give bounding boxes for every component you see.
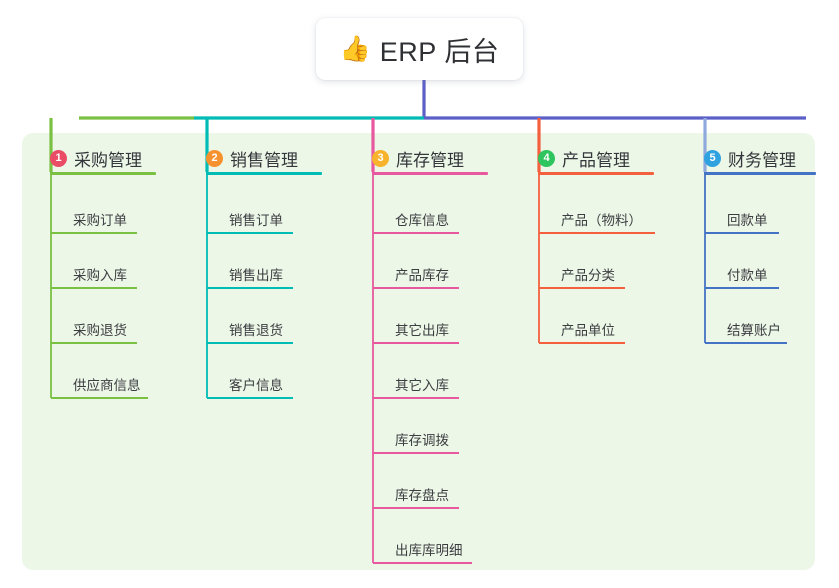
leaf-item[interactable]: 采购入库 bbox=[51, 268, 137, 289]
leaf-underline bbox=[373, 562, 472, 564]
leaf-label: 付款单 bbox=[727, 268, 768, 283]
column-title: 采购管理 bbox=[74, 150, 142, 170]
leaf-item[interactable]: 出库库明细 bbox=[373, 543, 472, 564]
column-5: 5 财务管理回款单付款单结算账户 bbox=[694, 146, 816, 344]
leaf-underline bbox=[373, 232, 459, 234]
column-underline bbox=[206, 172, 322, 175]
leaf-label: 出库库明细 bbox=[395, 543, 463, 558]
column-underline bbox=[50, 172, 156, 175]
leaf-label: 产品（物料） bbox=[561, 213, 642, 228]
leaf-item[interactable]: 采购订单 bbox=[51, 213, 137, 234]
leaf-item[interactable]: 采购退货 bbox=[51, 323, 137, 344]
number-badge-icon: 3 bbox=[372, 149, 389, 167]
column-1: 1 采购管理采购订单采购入库采购退货供应商信息 bbox=[40, 146, 156, 399]
column-underline bbox=[372, 172, 488, 175]
leaf-label: 仓库信息 bbox=[395, 213, 449, 228]
leaf-item[interactable]: 供应商信息 bbox=[51, 378, 148, 399]
number-badge-icon: 2 bbox=[206, 149, 223, 167]
leaf-label: 销售退货 bbox=[229, 323, 283, 338]
leaf-label: 其它出库 bbox=[395, 323, 449, 338]
leaf-underline bbox=[207, 232, 293, 234]
leaf-label: 库存调拨 bbox=[395, 433, 449, 448]
leaf-label: 客户信息 bbox=[229, 378, 283, 393]
column-3: 3 库存管理仓库信息产品库存其它出库其它入库库存调拨库存盘点出库库明细 bbox=[362, 146, 488, 564]
leaf-label: 产品单位 bbox=[561, 323, 615, 338]
column-header-3[interactable]: 3 库存管理 bbox=[362, 146, 464, 170]
leaf-item[interactable]: 销售订单 bbox=[207, 213, 293, 234]
column-header-2[interactable]: 2 销售管理 bbox=[196, 146, 298, 170]
leaf-underline bbox=[539, 342, 625, 344]
column-underline bbox=[704, 172, 816, 175]
leaf-label: 销售出库 bbox=[229, 268, 283, 283]
leaf-item[interactable]: 库存盘点 bbox=[373, 488, 459, 509]
leaf-label: 库存盘点 bbox=[395, 488, 449, 503]
column-title: 财务管理 bbox=[728, 150, 796, 170]
leaf-label: 采购退货 bbox=[73, 323, 127, 338]
thumbs-up-icon: 👍 bbox=[339, 34, 371, 63]
leaf-underline bbox=[207, 342, 293, 344]
leaf-underline bbox=[207, 397, 293, 399]
leaf-underline bbox=[539, 287, 625, 289]
leaf-underline bbox=[373, 452, 459, 454]
leaf-underline bbox=[51, 287, 137, 289]
column-4: 4 产品管理产品（物料） 产品分类产品单位 bbox=[528, 146, 655, 344]
leaf-label: 供应商信息 bbox=[73, 378, 141, 393]
leaf-label: 其它入库 bbox=[395, 378, 449, 393]
leaf-label: 产品分类 bbox=[561, 268, 615, 283]
leaf-label: 回款单 bbox=[727, 213, 768, 228]
leaf-item[interactable]: 其它出库 bbox=[373, 323, 459, 344]
column-title: 库存管理 bbox=[396, 150, 464, 170]
root-title: ERP 后台 bbox=[379, 36, 500, 67]
leaf-item[interactable]: 产品（物料） bbox=[539, 213, 655, 234]
column-2: 2 销售管理销售订单销售出库销售退货客户信息 bbox=[196, 146, 322, 399]
leaf-item[interactable]: 回款单 bbox=[705, 213, 779, 234]
leaf-label: 结算账户 bbox=[727, 323, 781, 338]
leaf-underline bbox=[373, 397, 459, 399]
leaf-underline bbox=[539, 232, 655, 234]
diagram-panel bbox=[22, 133, 815, 570]
leaf-item[interactable]: 付款单 bbox=[705, 268, 779, 289]
column-header-4[interactable]: 4 产品管理 bbox=[528, 146, 630, 170]
column-header-5[interactable]: 5 财务管理 bbox=[694, 146, 796, 170]
column-underline bbox=[538, 172, 654, 175]
leaf-underline bbox=[373, 342, 459, 344]
root-node[interactable]: 👍 ERP 后台 bbox=[316, 18, 523, 80]
leaf-item[interactable]: 客户信息 bbox=[207, 378, 293, 399]
leaf-underline bbox=[705, 232, 779, 234]
leaf-label: 采购入库 bbox=[73, 268, 127, 283]
leaf-label: 采购订单 bbox=[73, 213, 127, 228]
leaf-underline bbox=[51, 232, 137, 234]
leaf-item[interactable]: 销售出库 bbox=[207, 268, 293, 289]
leaf-underline bbox=[705, 287, 779, 289]
column-title: 产品管理 bbox=[562, 150, 630, 170]
column-title: 销售管理 bbox=[230, 150, 298, 170]
leaf-item[interactable]: 结算账户 bbox=[705, 323, 787, 344]
number-badge-icon: 5 bbox=[704, 149, 721, 167]
leaf-underline bbox=[51, 342, 137, 344]
leaf-underline bbox=[373, 287, 459, 289]
leaf-underline bbox=[207, 287, 293, 289]
leaf-label: 销售订单 bbox=[229, 213, 283, 228]
leaf-item[interactable]: 产品分类 bbox=[539, 268, 625, 289]
leaf-item[interactable]: 其它入库 bbox=[373, 378, 459, 399]
leaf-item[interactable]: 产品单位 bbox=[539, 323, 625, 344]
number-badge-icon: 4 bbox=[538, 149, 555, 167]
leaf-item[interactable]: 产品库存 bbox=[373, 268, 459, 289]
leaf-underline bbox=[51, 397, 148, 399]
leaf-item[interactable]: 库存调拨 bbox=[373, 433, 459, 454]
column-header-1[interactable]: 1 采购管理 bbox=[40, 146, 142, 170]
number-badge-icon: 1 bbox=[50, 149, 67, 167]
leaf-underline bbox=[705, 342, 787, 344]
leaf-underline bbox=[373, 507, 459, 509]
leaf-item[interactable]: 仓库信息 bbox=[373, 213, 459, 234]
leaf-item[interactable]: 销售退货 bbox=[207, 323, 293, 344]
leaf-label: 产品库存 bbox=[395, 268, 449, 283]
